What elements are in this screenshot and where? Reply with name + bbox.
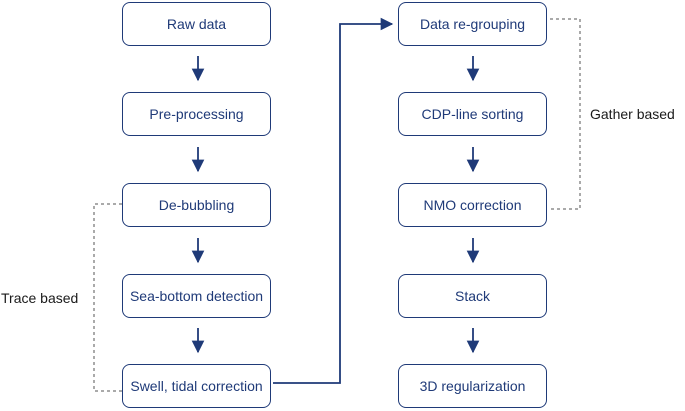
trace-based-bracket — [93, 203, 122, 392]
step-label: Stack — [454, 288, 490, 304]
step-label: Pre-processing — [149, 106, 244, 122]
trace-based-label: Trace based — [1, 290, 79, 306]
step-label: Sea-bottom detection — [129, 288, 264, 304]
step-stack: Stack — [398, 274, 547, 318]
step-3d-regularization: 3D regularization — [398, 364, 547, 408]
step-cdp-line-sorting: CDP-line sorting — [398, 92, 547, 136]
step-label: 3D regularization — [419, 378, 526, 394]
step-label: De-bubbling — [158, 197, 235, 213]
step-data-regrouping: Data re-grouping — [398, 2, 547, 46]
step-nmo-correction: NMO correction — [398, 183, 547, 227]
step-de-bubbling: De-bubbling — [122, 183, 271, 227]
step-swell-tidal-correction: Swell, tidal correction — [122, 364, 271, 408]
gather-based-bracket — [550, 18, 581, 210]
step-pre-processing: Pre-processing — [122, 92, 271, 136]
step-label: CDP-line sorting — [421, 106, 524, 122]
step-raw-data: Raw data — [122, 2, 271, 46]
step-label: Raw data — [166, 16, 227, 32]
gather-based-label: Gather based — [590, 106, 675, 122]
step-sea-bottom-detection: Sea-bottom detection — [122, 274, 271, 318]
step-label: Data re-grouping — [419, 16, 526, 32]
connector-swell-to-regrouping — [273, 17, 394, 384]
step-label: NMO correction — [423, 197, 522, 213]
step-label: Swell, tidal correction — [130, 378, 263, 394]
